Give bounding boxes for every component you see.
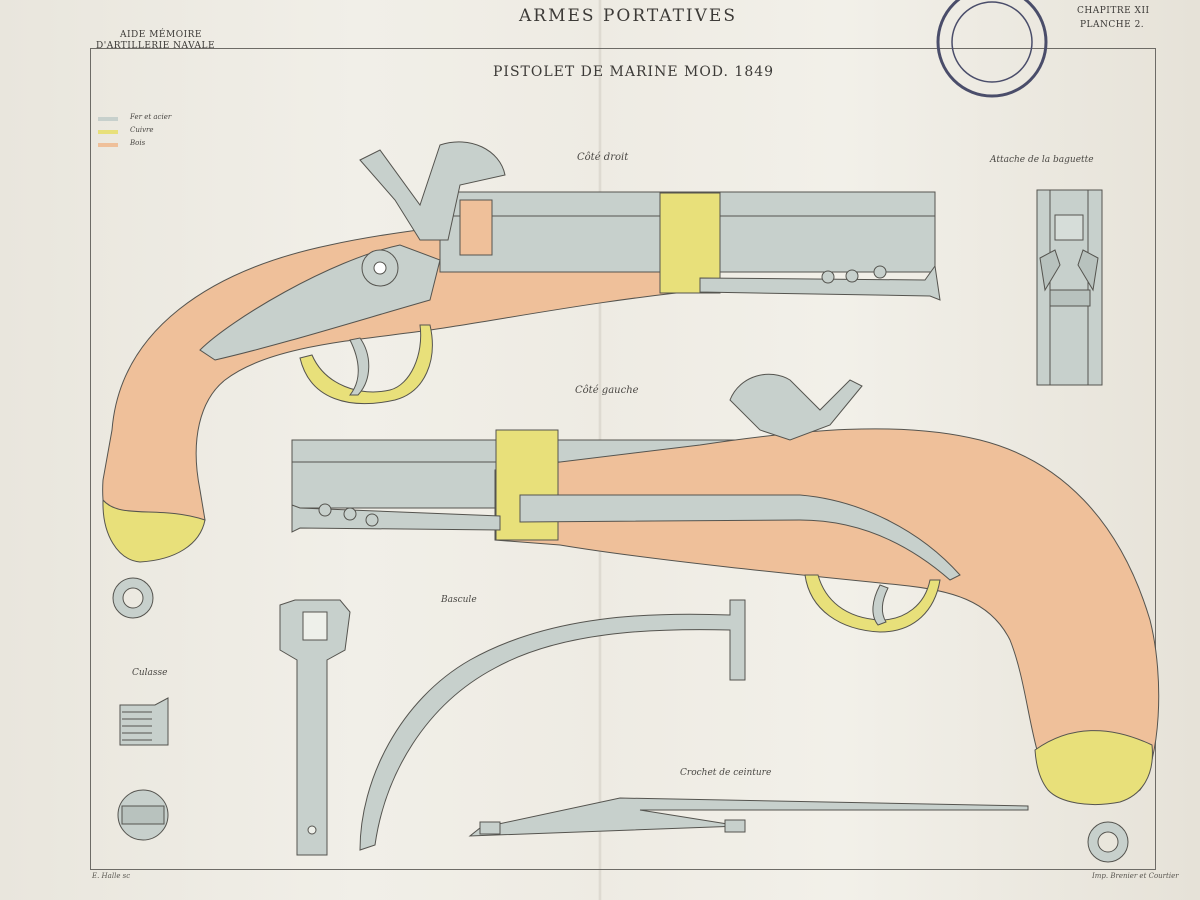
caption-cote-droit: Côté droit: [577, 152, 629, 163]
printer-credit: Imp. Brenier et Courtier: [1092, 872, 1179, 880]
pistol-left-side: [291, 373, 1160, 863]
caption-crochet: Crochet de ceinture: [680, 768, 772, 778]
legend-swatch-wood: [98, 143, 118, 147]
caption-attache: Attache de la baguette: [990, 155, 1094, 165]
left-trigger: [872, 584, 889, 626]
right-hammer: [359, 141, 506, 241]
engraver-credit: E. Halle sc: [92, 872, 131, 880]
culasse-part: [117, 697, 169, 841]
plate-number: PLANCHE 2.: [1080, 20, 1145, 30]
right-butt-cap: [102, 498, 206, 563]
pistol-right-side: [102, 141, 941, 619]
library-stamp: [936, 0, 1048, 98]
legend-label-wood: Bois: [130, 139, 146, 147]
aide-memoire-line2: D'ARTILLERIE NAVALE: [96, 41, 216, 51]
ramrod-attachment-detail: [1036, 189, 1103, 386]
left-barrel-band: [495, 429, 559, 541]
caption-culasse: Culasse: [132, 668, 168, 678]
bascule-part: [279, 599, 351, 856]
left-hammer: [729, 373, 863, 441]
belt-hook-part: [468, 797, 1029, 837]
chapter-label: CHAPITRE XII: [1077, 6, 1150, 16]
aide-memoire-line1: AIDE MÉMOIRE: [120, 30, 202, 40]
caption-bascule: Bascule: [441, 595, 477, 605]
legend-label-brass: Cuivre: [130, 126, 154, 134]
left-trigger-guard: [804, 574, 941, 633]
right-barrel-band: [659, 192, 721, 294]
left-butt-cap: [1034, 730, 1153, 805]
right-trigger: [348, 337, 370, 396]
main-title: ARMES PORTATIVES: [519, 6, 737, 26]
large-hook-part: [359, 599, 746, 851]
caption-cote-gauche: Côté gauche: [575, 385, 639, 396]
legend-label-steel: Fer et acier: [130, 113, 172, 121]
plate-title: PISTOLET DE MARINE MOD. 1849: [493, 64, 775, 80]
right-ramrod: [699, 264, 941, 301]
left-sideplate: [519, 494, 961, 581]
left-lanyard-ring: [1087, 821, 1129, 863]
plate-frame: [90, 48, 1156, 870]
legend-swatch-brass: [98, 130, 118, 134]
legend-swatch-steel: [98, 117, 118, 121]
right-lanyard-ring: [112, 577, 154, 619]
